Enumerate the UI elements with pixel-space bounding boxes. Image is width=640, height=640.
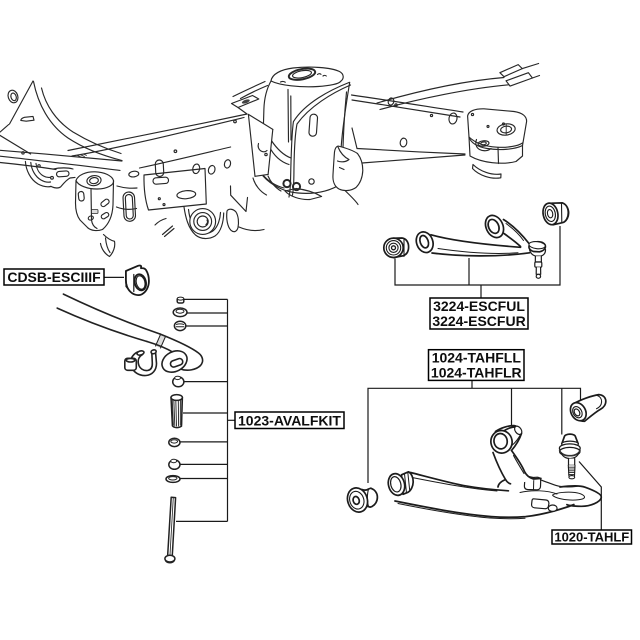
svg-text:1023-AVALFKIT: 1023-AVALFKIT: [238, 412, 341, 428]
svg-text:CDSB-ESCIIIF: CDSB-ESCIIIF: [7, 269, 101, 285]
svg-text:3224-ESCFUL: 3224-ESCFUL: [433, 298, 525, 314]
svg-text:1024-TAHFLR: 1024-TAHFLR: [431, 364, 522, 380]
svg-text:3224-ESCFUR: 3224-ESCFUR: [432, 313, 525, 329]
svg-text:1024-TAHFLL: 1024-TAHFLL: [432, 349, 522, 365]
svg-text:1020-TAHLF: 1020-TAHLF: [554, 529, 629, 544]
